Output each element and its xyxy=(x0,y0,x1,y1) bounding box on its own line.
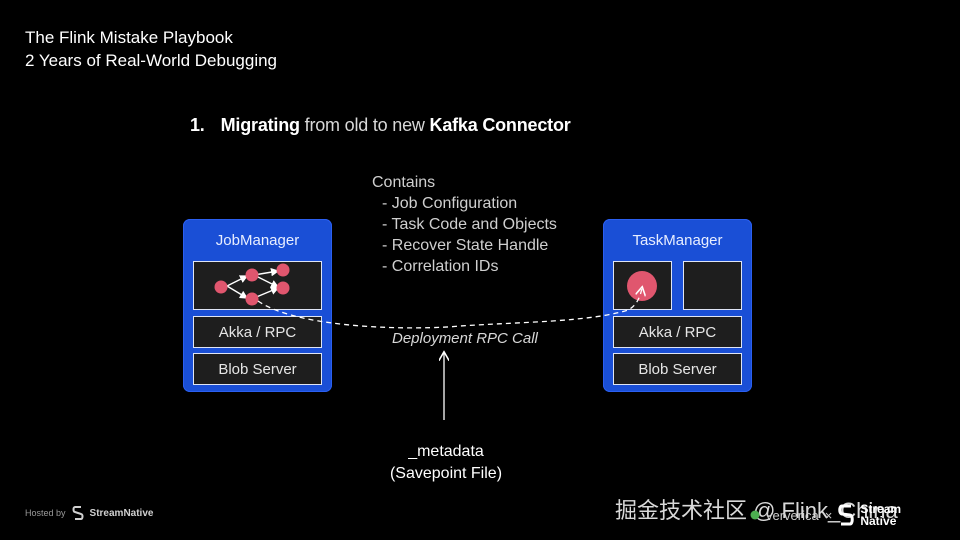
streamnative-badge-icon xyxy=(838,504,855,526)
contains-item: Recover State Handle xyxy=(382,235,557,256)
job-graph-icon xyxy=(214,263,290,306)
metadata-label: _metadata (Savepoint File) xyxy=(380,441,512,485)
taskmanager-title: TaskManager xyxy=(632,232,723,249)
talk-title: The Flink Mistake Playbook 2 Years of Re… xyxy=(25,26,277,72)
jobmanager-rpc-panel: Akka / RPC xyxy=(193,316,322,348)
deployment-rpc-arrow xyxy=(257,288,642,329)
streamnative-logo-icon xyxy=(72,506,84,520)
taskmanager-slot-2 xyxy=(683,261,742,310)
taskmanager-blob-label: Blob Server xyxy=(638,360,717,378)
heading-light: from old to new xyxy=(304,115,425,135)
taskmanager-rpc-panel: Akka / RPC xyxy=(613,316,742,348)
talk-title-line1: The Flink Mistake Playbook xyxy=(25,28,233,47)
heading-bold-2: Kafka Connector xyxy=(429,115,571,135)
taskmanager-node: TaskManager Akka / RPC Blob Server xyxy=(603,219,752,392)
stream-line1: Stream xyxy=(860,502,902,516)
metadata-line2: (Savepoint File) xyxy=(389,465,503,482)
contains-item: Task Code and Objects xyxy=(382,214,556,235)
heading-number: 1. xyxy=(190,115,205,135)
logo-separator: × xyxy=(824,507,833,523)
talk-title-line2: 2 Years of Real-World Debugging xyxy=(25,51,278,70)
ververica-logo-icon xyxy=(750,510,760,520)
contains-item: Job Configuration xyxy=(382,193,557,214)
jobmanager-rpc-label: Akka / RPC xyxy=(218,323,297,341)
hosted-by-label: Hosted by xyxy=(25,508,66,518)
streamnative-badge: Stream Native xyxy=(860,503,901,527)
jobmanager-title: JobManager xyxy=(215,232,300,249)
hosted-by: Hosted by StreamNative xyxy=(25,506,153,520)
slide-heading: 1. Migrating from old to new Kafka Connec… xyxy=(190,115,571,136)
hosted-by-brand: StreamNative xyxy=(89,507,154,519)
jobmanager-node: JobManager Akka / RPC Blob Server xyxy=(183,219,332,392)
heading-bold-1: Migrating xyxy=(220,115,300,135)
taskmanager-rpc-label: Akka / RPC xyxy=(638,323,717,341)
taskmanager-blob-panel: Blob Server xyxy=(613,353,742,385)
ververica-label: ververica xyxy=(766,507,819,523)
metadata-line1: _metadata xyxy=(408,443,484,460)
contains-title: Contains xyxy=(372,174,436,191)
partner-logos: ververica × Stream Native xyxy=(750,503,901,527)
jobmanager-blob-panel: Blob Server xyxy=(193,353,322,385)
stream-line2: Native xyxy=(860,514,897,528)
contains-list: Contains Job Configuration Task Code and… xyxy=(372,172,557,277)
deployment-rpc-label: Deployment RPC Call xyxy=(392,330,538,347)
jobmanager-blob-label: Blob Server xyxy=(218,360,297,378)
jobmanager-graph-panel xyxy=(193,261,322,310)
contains-item: Correlation IDs xyxy=(382,256,557,277)
